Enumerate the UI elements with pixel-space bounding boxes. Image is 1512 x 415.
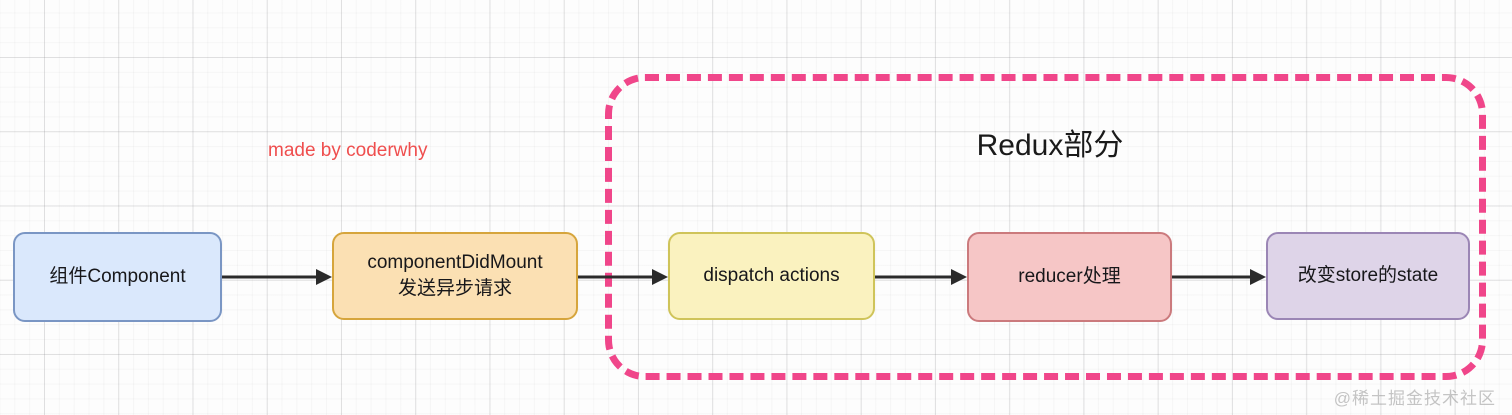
arrow-dispatch-to-reducer (875, 266, 969, 288)
arrow-did-mount-to-dispatch (578, 266, 670, 288)
node-component-did-mount[interactable]: componentDidMount 发送异步请求 (332, 232, 578, 320)
node-dispatch-actions-line-1: dispatch actions (703, 265, 840, 287)
node-dispatch-actions[interactable]: dispatch actions (668, 232, 875, 320)
node-component-did-mount-line-1: componentDidMount (367, 252, 543, 274)
arrow-component-to-did-mount (222, 266, 334, 288)
made-by-annotation: made by coderwhy (268, 140, 428, 161)
node-store-state[interactable]: 改变store的state (1266, 232, 1470, 320)
redux-region-label: Redux部分 (976, 129, 1124, 162)
redux-region-boundary (605, 74, 1486, 380)
arrow-reducer-to-store (1172, 266, 1268, 288)
watermark: @稀土掘金技术社区 (1333, 389, 1496, 408)
node-component[interactable]: 组件Component (13, 232, 222, 322)
node-reducer-line-1: reducer处理 (1018, 266, 1121, 288)
node-component-did-mount-line-2: 发送异步请求 (397, 278, 512, 299)
node-reducer[interactable]: reducer处理 (967, 232, 1172, 322)
node-store-state-line-1: 改变store的state (1297, 265, 1439, 287)
node-component-line-1: 组件Component (49, 266, 186, 288)
